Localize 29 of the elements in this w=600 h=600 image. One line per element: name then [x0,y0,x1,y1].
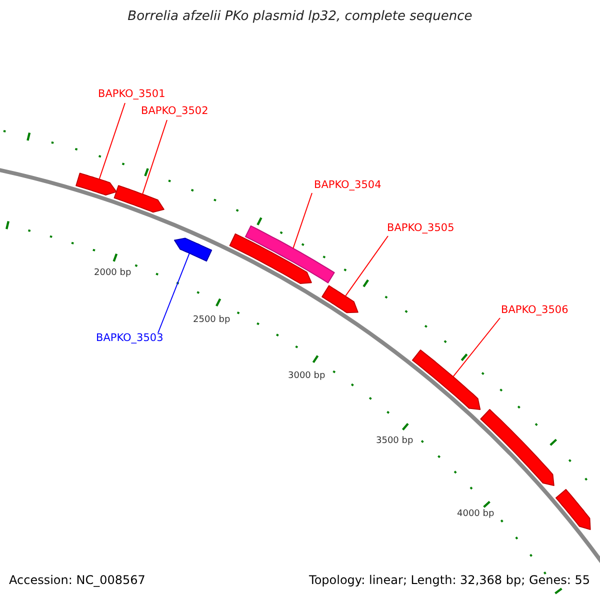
gene-feature [556,489,591,530]
gene-feature [322,285,358,314]
leader-line [158,252,190,334]
leader-line [344,236,388,297]
gene-label: BAPKO_3504 [314,180,382,192]
gene-feature [174,238,212,262]
accession-note: Accession: NC_008567 [9,574,146,588]
scale-label: 3000 bp [288,372,326,382]
leader-line [292,192,312,249]
gene-label: BAPKO_3501 [98,89,166,101]
scale-label: 4000 bp [457,510,494,520]
scale-label: 2000 bp [94,269,132,279]
gene-feature [114,185,164,213]
gene-feature [412,350,481,410]
gene-feature [229,233,312,284]
gene-feature [245,225,335,284]
leader-line [98,102,126,180]
scale-label: 3500 bp [376,437,414,447]
sequence-summary: Topology: linear; Length: 32,368 bp; Genes: 55 [309,574,590,588]
gene-label: BAPKO_3506 [501,305,568,317]
gene-label: BAPKO_3505 [387,223,454,235]
gene-label: BAPKO_3502 [141,106,208,118]
gene-feature [480,409,554,486]
leader-line [452,318,500,378]
leader-line [142,120,168,195]
scale-label: 2500 bp [193,316,230,326]
gene-feature [76,172,117,196]
gene-label: BAPKO_3503 [96,333,164,345]
title: Borrelia afzelii PKo plasmid lp32, complete sequence [128,9,472,24]
